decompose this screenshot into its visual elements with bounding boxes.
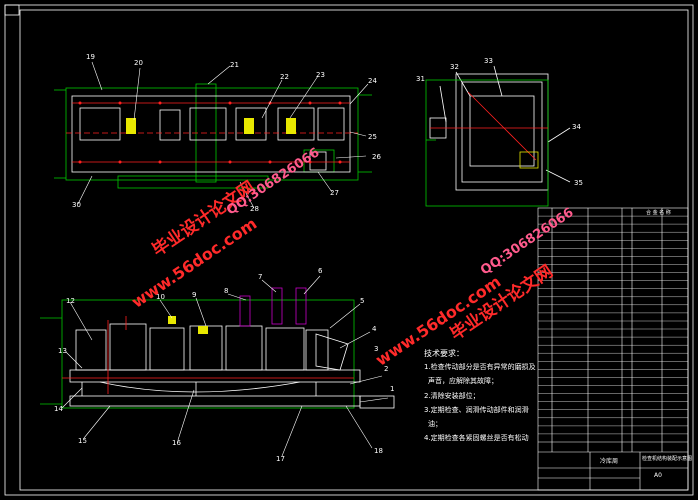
callout-6: 6 xyxy=(318,267,323,275)
callout-10: 10 xyxy=(156,293,165,301)
callout-25: 25 xyxy=(368,133,377,141)
tech-req-title: 技术要求： xyxy=(424,349,464,358)
callout-35: 35 xyxy=(574,179,583,187)
tech-req-line-1: 1.检查传动部分是否有异常的磨损及 xyxy=(424,363,536,371)
callout-19: 19 xyxy=(86,53,95,61)
callout-9: 9 xyxy=(192,291,197,299)
callout-4: 4 xyxy=(372,325,377,333)
parts-list-table xyxy=(537,207,689,491)
tech-req-line-6: 4.定期检查各紧固螺丝是否有松动 xyxy=(424,434,529,442)
drawing-frame xyxy=(4,4,694,496)
parts-list-rows xyxy=(538,215,688,435)
callout-30: 30 xyxy=(72,201,81,209)
callout-31: 31 xyxy=(416,75,425,83)
tech-req-line-4: 3.定期检查、润滑传动部件和润滑 xyxy=(424,406,529,414)
callout-22: 22 xyxy=(280,73,289,81)
tech-req-line-3: 2.清除安装部位； xyxy=(424,392,480,400)
callout-21: 21 xyxy=(230,61,239,69)
callout-33: 33 xyxy=(484,57,493,65)
callout-16: 16 xyxy=(172,439,181,447)
callout-1: 1 xyxy=(390,385,395,393)
callout-12: 12 xyxy=(66,297,75,305)
callout-20: 20 xyxy=(134,59,143,67)
callout-7: 7 xyxy=(258,273,263,281)
title-block-drawing-name: 检查机结构装配示意图 xyxy=(642,456,693,462)
callout-27: 27 xyxy=(330,189,339,197)
callout-17: 17 xyxy=(276,455,285,463)
tech-req-line-2: 声音，应解除其故障； xyxy=(428,377,498,385)
tech-req-line-5: 油； xyxy=(428,420,442,428)
callout-23: 23 xyxy=(316,71,325,79)
callout-26: 26 xyxy=(372,153,381,161)
title-block-sheet: A0 xyxy=(654,472,662,479)
callout-5: 5 xyxy=(360,297,365,305)
callout-15: 15 xyxy=(78,437,87,445)
top-view xyxy=(54,61,372,209)
title-block-header: 合 金 名 称 xyxy=(646,210,671,216)
callout-18: 18 xyxy=(374,447,383,455)
side-view xyxy=(425,65,571,207)
callout-2: 2 xyxy=(384,365,389,373)
callout-32: 32 xyxy=(450,63,459,71)
callout-3: 3 xyxy=(374,345,379,353)
callout-14: 14 xyxy=(54,405,63,413)
title-block-author: 冷库周 xyxy=(600,458,619,465)
callout-34: 34 xyxy=(572,123,581,131)
callout-8: 8 xyxy=(224,287,229,295)
front-view xyxy=(40,275,395,457)
callout-28: 28 xyxy=(250,205,259,213)
callout-13: 13 xyxy=(58,347,67,355)
callout-24: 24 xyxy=(368,77,377,85)
